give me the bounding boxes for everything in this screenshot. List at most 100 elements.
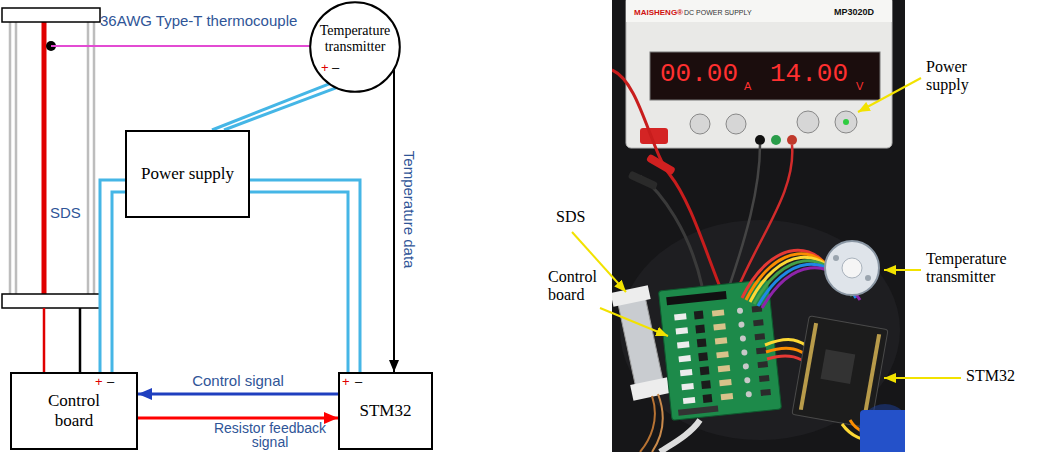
cable: [612, 70, 722, 292]
callout-arrow: [884, 269, 921, 271]
callout-label: Temperature transmitter: [926, 250, 1041, 287]
sds-device: SDS: [2, 8, 100, 308]
knob: [835, 111, 857, 133]
sds-illustration: [2, 8, 100, 308]
knob: [797, 111, 819, 133]
wire-line: [79, 308, 82, 372]
display-reading: 00.00: [660, 60, 738, 90]
control-board-photo: [659, 280, 782, 421]
display-reading: 14.00: [770, 60, 848, 90]
indicator-led: [843, 119, 849, 125]
callout-arrow: [858, 78, 921, 112]
callout-label: Control board: [548, 268, 610, 305]
wire-line: [43, 308, 46, 372]
node-label: STM32: [360, 401, 412, 421]
signal-label: 36AWG Type-T thermocouple: [100, 12, 297, 29]
callout-arrows: [572, 78, 961, 378]
crocodile-clip: [628, 170, 659, 190]
polarity-sign: –: [107, 375, 114, 390]
copper-wire: [652, 394, 663, 452]
wire-line: [138, 417, 338, 420]
node-label: Power supply: [141, 164, 234, 184]
node-label: Temperature transmitter: [313, 23, 397, 55]
process-box: STM32: [338, 372, 433, 450]
callout-label: SDS: [556, 208, 585, 226]
polarity-sign: +: [342, 375, 350, 390]
model-text: MP3020D: [834, 7, 874, 17]
usb-adapter: [860, 410, 905, 452]
mcu-chip: [821, 349, 856, 384]
screw: [865, 275, 871, 281]
wire-line: [100, 180, 125, 372]
node-label: Control board: [36, 391, 112, 430]
callout-label: Power supply: [926, 58, 996, 95]
sds-rod: [93, 22, 96, 294]
connector: [100, 180, 125, 372]
transmitter-center: [842, 258, 862, 278]
sds-rod: [9, 22, 12, 294]
pin-header: [678, 406, 718, 416]
sds-rod: [15, 22, 18, 294]
knob: [726, 114, 746, 134]
polarity-sign: –: [332, 61, 339, 76]
terminal: [771, 135, 781, 145]
wire-line: [112, 192, 125, 372]
polarity-sign: –: [355, 375, 362, 390]
terminal: [755, 135, 765, 145]
wire-line: [212, 84, 329, 130]
brand-text: MAISHENG®: [634, 8, 683, 17]
screw: [833, 255, 839, 261]
process-box: Control board: [10, 372, 138, 450]
connector: [138, 418, 338, 419]
ribbon-cable: [660, 420, 700, 452]
connector: [250, 180, 360, 372]
node-label: SDS: [50, 204, 81, 221]
connector: [394, 69, 395, 372]
display-unit: A: [744, 80, 751, 93]
component-row: [683, 388, 771, 405]
wire-line: [250, 192, 348, 372]
circle-outline: [310, 2, 400, 92]
psu-top-strip: [626, 0, 892, 22]
component-row: [678, 346, 766, 363]
signal-label: Control signal: [192, 372, 284, 389]
photo: [612, 0, 905, 452]
wire-line: [250, 180, 360, 372]
crocodile-clip: [646, 154, 676, 176]
sds-end: [630, 377, 670, 401]
pcb: [659, 280, 782, 421]
brand-text: DC POWER SUPPLY: [684, 9, 752, 17]
sds-wire: [42, 22, 47, 294]
wire-line: [51, 45, 310, 47]
component-row: [680, 360, 768, 377]
terminal: [787, 135, 797, 145]
signal-label: Resistor feedback signal: [208, 421, 333, 449]
connector: [138, 394, 338, 395]
sds-end: [612, 285, 651, 307]
callout-arrow: [600, 308, 668, 336]
connector: [51, 46, 310, 47]
cable: [728, 145, 760, 290]
copper-wire: [640, 396, 655, 452]
sds-plate: [2, 8, 100, 22]
wire-line: [224, 88, 336, 130]
pin-header: [666, 291, 727, 305]
knob: [690, 114, 710, 134]
connector: [212, 84, 336, 130]
cable: [640, 176, 702, 286]
sds-plate: [2, 294, 100, 308]
pin-row: [799, 323, 818, 410]
component-row: [674, 304, 762, 321]
process-box: Power supply: [125, 130, 250, 218]
signal-label: Temperature data: [401, 151, 418, 269]
component-row: [677, 332, 765, 349]
polarity-sign: +: [321, 61, 329, 76]
wire-line: [138, 393, 338, 396]
connector: [44, 308, 80, 372]
photo-background: [612, 0, 905, 452]
transmitter-circle: Temperature transmitter: [309, 1, 401, 93]
callout-label: STM32: [966, 367, 1015, 385]
